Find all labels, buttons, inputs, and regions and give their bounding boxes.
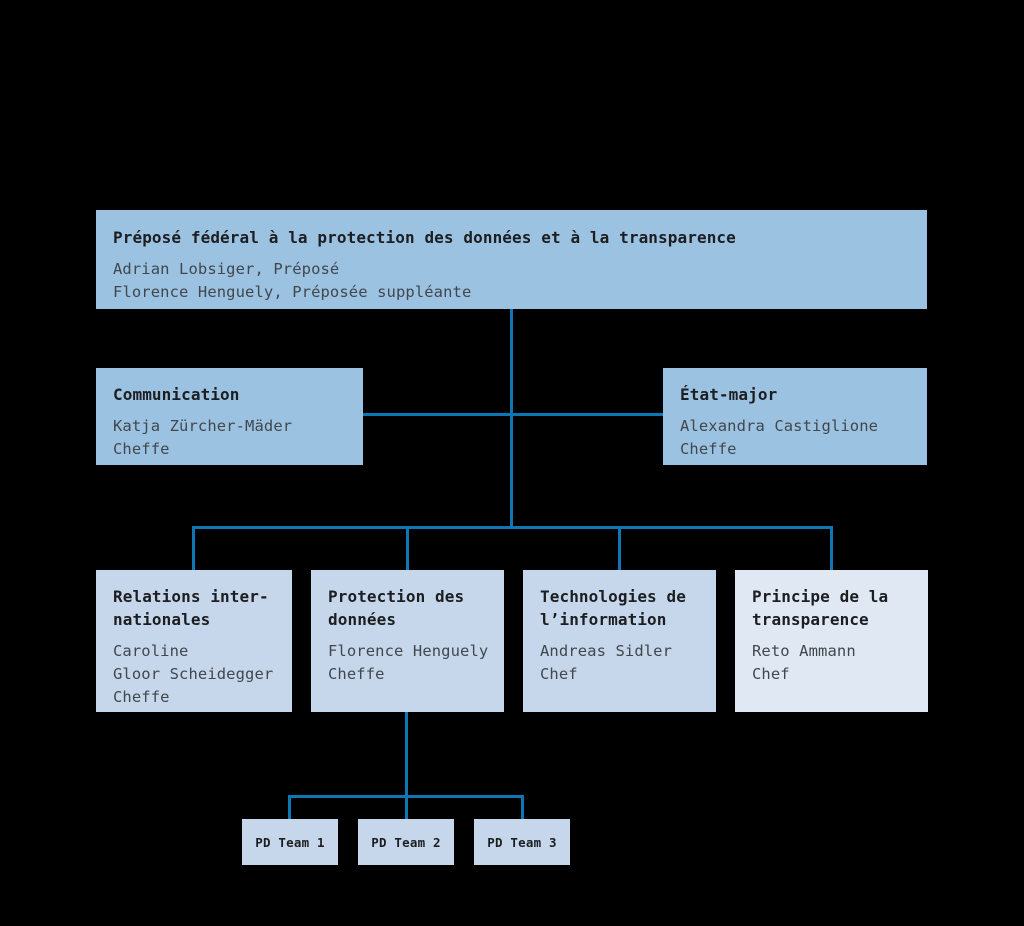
- org-box-technologies-title: Technologies de l’information: [540, 587, 686, 629]
- org-box-communication-members: Katja Zürcher-Mäder Cheffe: [113, 417, 293, 458]
- org-box-root: Préposé fédéral à la protection des donn…: [96, 210, 927, 309]
- org-box-technologies-information: Technologies de l’information Andreas Si…: [523, 570, 716, 712]
- connector-drop-relations: [192, 526, 195, 570]
- connector-root-vertical: [510, 309, 513, 529]
- org-box-pd-team-2-label: PD Team 2: [371, 834, 441, 850]
- org-box-pd-team-2: PD Team 2: [358, 819, 454, 865]
- org-box-pd-team-3-label: PD Team 3: [487, 834, 557, 850]
- connector-staff-horizontal: [363, 413, 663, 416]
- org-box-relations-members: Caroline Gloor Scheidegger Cheffe: [113, 642, 274, 706]
- connector-drop-transparence: [830, 526, 833, 570]
- org-box-etat-major: État-major Alexandra Castiglione Cheffe: [663, 368, 927, 465]
- org-box-protection-members: Florence Henguely Cheffe: [328, 642, 489, 683]
- connector-drop-team-3: [521, 795, 524, 819]
- org-box-protection-title: Protection des données: [328, 587, 465, 629]
- org-box-technologies-members: Andreas Sidler Chef: [540, 642, 673, 683]
- org-box-etat-major-title: État-major: [680, 385, 778, 404]
- org-box-relations-title: Relations inter- nationales: [113, 587, 269, 629]
- connector-drop-protection: [406, 526, 409, 570]
- org-box-pd-team-1: PD Team 1: [242, 819, 338, 865]
- connector-teams-horizontal: [288, 795, 524, 798]
- org-box-relations-internationales: Relations inter- nationales Caroline Glo…: [96, 570, 292, 712]
- org-box-communication-title: Communication: [113, 385, 240, 404]
- org-box-principe-transparence: Principe de la transparence Reto Ammann …: [735, 570, 928, 712]
- org-box-protection-des-donnees: Protection des données Florence Henguely…: [311, 570, 504, 712]
- org-box-root-members: Adrian Lobsiger, Préposé Florence Hengue…: [113, 260, 472, 301]
- org-box-root-title: Préposé fédéral à la protection des donn…: [113, 228, 736, 247]
- org-box-communication: Communication Katja Zürcher-Mäder Cheffe: [96, 368, 363, 465]
- org-box-transparence-members: Reto Ammann Chef: [752, 642, 856, 683]
- org-box-transparence-title: Principe de la transparence: [752, 587, 889, 629]
- org-box-pd-team-3: PD Team 3: [474, 819, 570, 865]
- connector-drop-team-1: [288, 795, 291, 819]
- connector-drop-technologies: [618, 526, 621, 570]
- org-box-etat-major-members: Alexandra Castiglione Cheffe: [680, 417, 879, 458]
- connector-divisions-horizontal: [192, 526, 833, 529]
- connector-protection-vertical: [405, 712, 408, 819]
- org-box-pd-team-1-label: PD Team 1: [255, 834, 325, 850]
